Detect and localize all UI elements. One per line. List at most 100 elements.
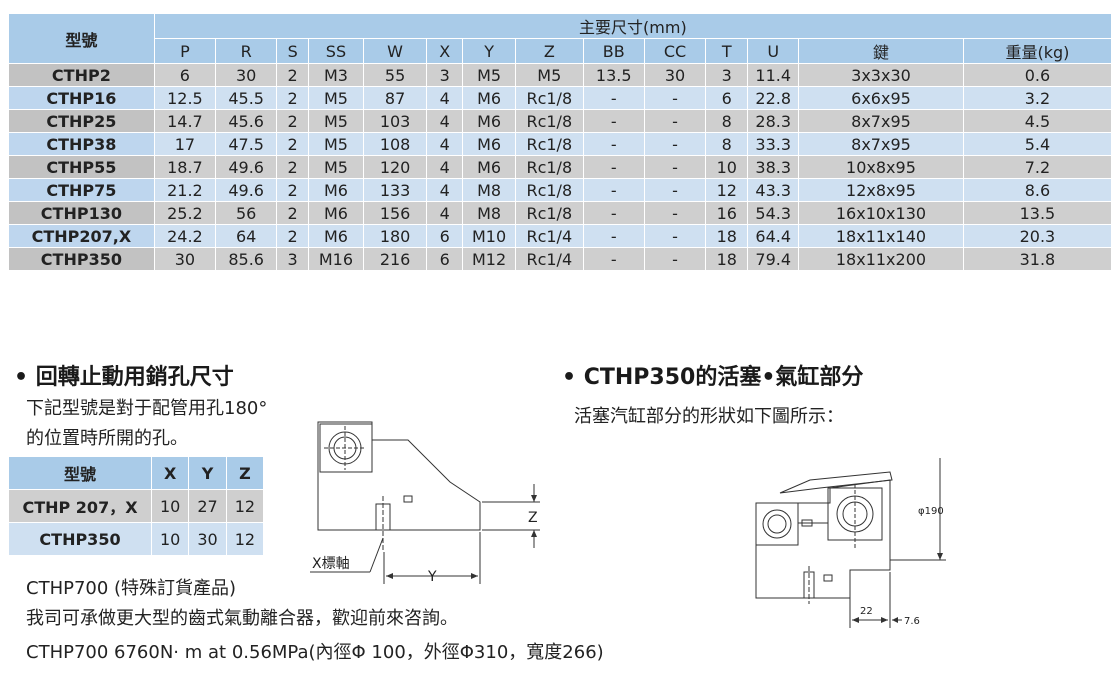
spec-cell: 180: [362, 224, 428, 248]
spec-cell: 22.8: [747, 86, 800, 110]
dim-76-label: 7.6: [904, 616, 920, 627]
model-cell: CTHP2: [8, 63, 155, 87]
spec-cell: -: [643, 109, 707, 133]
spec-cell: M6: [307, 201, 364, 225]
spec-cell: 4: [426, 178, 464, 202]
spec-cell: 8x7x95: [798, 132, 964, 156]
pin-row-x: 10: [150, 489, 190, 523]
spec-cell: M3: [307, 63, 364, 87]
spec-cell: 3: [705, 63, 749, 87]
spec-cell: 12x8x95: [798, 178, 964, 202]
spec-cell: 3: [276, 247, 309, 271]
pin-row-model: CTHP 207，X: [8, 489, 152, 523]
spec-cell: 2: [276, 201, 309, 225]
spec-cell: 13.5: [582, 63, 645, 87]
spec-cell: M5: [307, 109, 364, 133]
spec-cell: 49.6: [215, 178, 278, 202]
col-header: Z: [515, 38, 584, 64]
spec-cell: 216: [362, 247, 428, 271]
model-cell: CTHP38: [8, 132, 155, 156]
spec-cell: M6: [307, 224, 364, 248]
footer-line-3: CTHP700 6760N· m at 0.56MPa(內徑Φ 100，外徑Φ3…: [26, 642, 604, 663]
spec-cell: 108: [362, 132, 428, 156]
spec-cell: 43.3: [747, 178, 800, 202]
spec-cell: 16x10x130: [798, 201, 964, 225]
spec-cell: 33.3: [747, 132, 800, 156]
pin-col-z: Z: [225, 456, 265, 490]
x-axis-label: X標軸: [312, 556, 350, 572]
spec-cell: 103: [362, 109, 428, 133]
col-header: 重量(kg): [962, 38, 1113, 64]
dim-22-label: 22: [860, 606, 873, 617]
pin-row-z: 12: [225, 522, 265, 556]
spec-cell: 28.3: [747, 109, 800, 133]
spec-cell: Rc1/8: [515, 109, 584, 133]
pin-hole-drawing: Z Y X標軸: [310, 421, 540, 585]
spec-cell: 18: [705, 247, 749, 271]
spec-cell: 120: [362, 155, 428, 179]
spec-cell: -: [643, 132, 707, 156]
col-header: Y: [462, 38, 516, 64]
spec-cell: 2: [276, 155, 309, 179]
spec-cell: -: [643, 155, 707, 179]
spec-cell: 6: [153, 63, 217, 87]
spec-cell: -: [582, 178, 645, 202]
spec-cell: 30: [153, 247, 217, 271]
dim-z-label: Z: [528, 510, 538, 526]
table-row: CTHP 207，X 10 27 12: [8, 489, 265, 523]
spec-cell: -: [643, 201, 707, 225]
spec-cell: -: [643, 224, 707, 248]
spec-cell: 47.5: [215, 132, 278, 156]
model-header: 型號: [8, 13, 155, 64]
spec-cell: 18: [705, 224, 749, 248]
pin-hole-table: 型號 X Y Z CTHP 207，X 10 27 12 CTHP350 10 …: [8, 456, 265, 556]
spec-cell: 64: [215, 224, 278, 248]
col-header: U: [747, 38, 800, 64]
spec-cell: 55: [362, 63, 428, 87]
spec-cell: 6: [705, 86, 749, 110]
spec-cell: M5: [307, 155, 364, 179]
spec-cell: 30: [215, 63, 278, 87]
spec-cell: -: [582, 155, 645, 179]
spec-cell: Rc1/4: [515, 224, 584, 248]
spec-cell: 45.6: [215, 109, 278, 133]
col-header: CC: [643, 38, 707, 64]
spec-cell: 4: [426, 155, 464, 179]
spec-cell: 4: [426, 201, 464, 225]
col-header: X: [426, 38, 464, 64]
spec-cell: M8: [462, 178, 516, 202]
pin-col-model: 型號: [8, 456, 152, 490]
spec-cell: M16: [307, 247, 364, 271]
model-cell: CTHP55: [8, 155, 155, 179]
spec-cell: M5: [307, 132, 364, 156]
spec-cell: Rc1/8: [515, 201, 584, 225]
spec-cell: M6: [462, 155, 516, 179]
spec-cell: -: [643, 178, 707, 202]
spec-cell: M10: [462, 224, 516, 248]
spec-cell: 8: [705, 132, 749, 156]
pin-row-y: 30: [188, 522, 227, 556]
spec-cell: Rc1/4: [515, 247, 584, 271]
model-cell: CTHP350: [8, 247, 155, 271]
spec-cell: M6: [462, 132, 516, 156]
spec-cell: 6: [426, 224, 464, 248]
pin-row-x: 10: [150, 522, 190, 556]
spec-cell: -: [582, 86, 645, 110]
spec-cell: 2: [276, 224, 309, 248]
spec-cell: 14.7: [153, 109, 217, 133]
spec-cell: 4.5: [962, 109, 1113, 133]
spec-cell: 3x3x30: [798, 63, 964, 87]
spec-cell: 3.2: [962, 86, 1113, 110]
spec-cell: 45.5: [215, 86, 278, 110]
spec-cell: 10x8x95: [798, 155, 964, 179]
spec-cell: -: [582, 132, 645, 156]
spec-cell: 6x6x95: [798, 86, 964, 110]
pin-row-y: 27: [188, 489, 227, 523]
